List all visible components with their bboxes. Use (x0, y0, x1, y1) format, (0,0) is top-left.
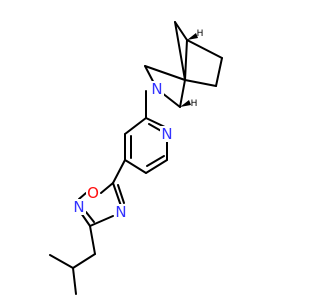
bond (89, 225, 96, 255)
pyridine-ring (112, 90, 168, 184)
bond (100, 182, 114, 194)
bond (112, 182, 122, 207)
stereo-wedge (187, 33, 198, 40)
bond (117, 184, 125, 204)
atom-n-bicyclic: N (151, 80, 162, 98)
bond (49, 254, 74, 269)
bond (124, 117, 147, 135)
atom-labels: N N O N N (72, 80, 174, 221)
stereo-h-label: H (197, 29, 204, 39)
bond (112, 159, 126, 184)
bond (89, 215, 114, 227)
atom-n-oxadiazole-4: N (115, 203, 126, 221)
bond (179, 79, 186, 108)
bond (146, 155, 165, 167)
bond (78, 192, 87, 200)
molecule-structure: H H N N O (49, 21, 223, 295)
oxadiazole-ring (49, 182, 125, 295)
bond (215, 57, 223, 87)
bond (85, 211, 95, 223)
stereo-h-label: H (191, 99, 198, 109)
bond (72, 253, 96, 269)
bond (186, 39, 223, 59)
bond (72, 267, 77, 295)
bond (174, 21, 188, 41)
azabicycloheptane-ring: H H (144, 21, 223, 109)
bond (184, 39, 188, 81)
bond (144, 65, 186, 81)
bond (184, 79, 217, 87)
bond (174, 21, 186, 81)
bond (145, 159, 168, 174)
atom-o-oxadiazole: O (87, 184, 99, 202)
bond (124, 159, 147, 174)
atom-n-oxadiazole-2: N (73, 198, 84, 216)
atom-n-pyridine: N (161, 125, 172, 143)
bond (80, 212, 91, 227)
stereo-wedge (180, 100, 191, 107)
